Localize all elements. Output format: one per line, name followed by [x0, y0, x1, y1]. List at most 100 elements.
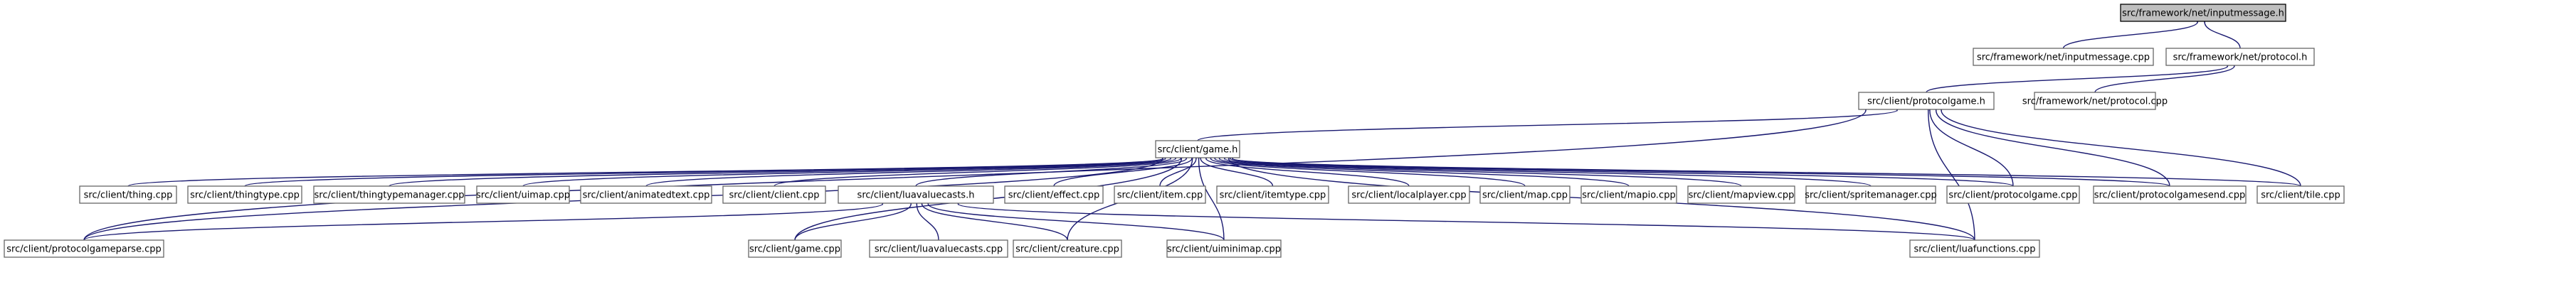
node-label: src/client/protocolgameparse.cpp	[6, 244, 161, 255]
node-label: src/client/effect.cpp	[1008, 190, 1099, 201]
node-protocolgame-cpp[interactable]: src/client/protocolgame.cpp	[1946, 185, 2080, 204]
edge-game-h-to-thingtype-cpp	[244, 151, 1167, 187]
edge-game-h-to-item-cpp	[1159, 151, 1200, 187]
node-box	[79, 185, 177, 204]
node-box	[476, 185, 570, 204]
node-label: src/client/thingtypemanager.cpp	[315, 190, 465, 201]
node-tile-cpp[interactable]: src/client/tile.cpp	[2256, 185, 2345, 204]
edge-luavaluecasts-h-to-luafunctions-cpp	[954, 196, 1975, 241]
node-game-h[interactable]: src/client/game.h	[1155, 140, 1240, 158]
node-luavaluecasts-cpp[interactable]: src/client/luavaluecasts.cpp	[869, 239, 1008, 258]
node-protocolgame-h[interactable]: src/client/protocolgame.h	[1858, 92, 1995, 110]
node-inputmessage-cpp[interactable]: src/framework/net/inputmessage.cpp	[1973, 48, 2154, 66]
node-box	[2093, 185, 2247, 204]
node-game-cpp[interactable]: src/client/game.cpp	[748, 239, 842, 258]
node-label: src/client/tile.cpp	[2261, 190, 2340, 201]
node-uimap-cpp[interactable]: src/client/uimap.cpp	[476, 185, 570, 204]
node-label: src/client/thingtype.cpp	[190, 190, 300, 201]
edge-game-h-to-spritemanager-cpp	[1220, 151, 1872, 187]
node-thingtype-cpp[interactable]: src/client/thingtype.cpp	[187, 185, 302, 204]
node-protocol-cpp[interactable]: src/framework/net/protocol.cpp	[2022, 92, 2168, 110]
node-box	[1166, 239, 1282, 258]
node-label: src/client/mapview.cpp	[1689, 190, 1795, 201]
edge-game-h-to-thingtypemanager-cpp	[389, 151, 1170, 187]
edge-protocolgame-h-to-protocolgamesend-cpp	[1932, 102, 2170, 187]
node-label: src/client/luafunctions.cpp	[1914, 244, 2036, 255]
node-protocolgamesend-cpp[interactable]: src/client/protocolgamesend.cpp	[2093, 185, 2247, 204]
node-box	[2120, 4, 2286, 22]
node-box	[869, 239, 1008, 258]
edge-luavaluecasts-h-to-protocolgameparse-cpp	[83, 196, 887, 241]
node-effect-cpp[interactable]: src/client/effect.cpp	[1004, 185, 1104, 204]
node-box	[1216, 185, 1329, 204]
edge-protocol-h-to-protocol-cpp	[2094, 58, 2238, 93]
edge-luavaluecasts-h-to-uiminimap-cpp	[924, 196, 1225, 241]
file-nodes: src/framework/net/inputmessage.hsrc/fram…	[4, 4, 2345, 258]
node-label: src/client/protocolgame.h	[1867, 97, 1985, 107]
node-label: src/framework/net/inputmessage.cpp	[1977, 53, 2150, 63]
node-label: src/client/itemtype.cpp	[1220, 190, 1326, 201]
node-box	[1580, 185, 1677, 204]
dependency-edges	[83, 14, 2301, 241]
edge-game-h-to-protocolgame-cpp	[1226, 151, 2014, 187]
edge-game-h-to-map-cpp	[1207, 151, 1526, 187]
edge-game-h-to-mapview-cpp	[1215, 151, 1742, 187]
node-box	[2256, 185, 2345, 204]
edge-inputmessage-h-to-protocol-h	[2201, 14, 2241, 49]
edge-game-h-to-uimap-cpp	[522, 151, 1175, 187]
node-label: src/client/item.cpp	[1117, 190, 1203, 201]
node-map-cpp[interactable]: src/client/map.cpp	[1479, 185, 1571, 204]
edge-game-h-to-mapio-cpp	[1210, 151, 1630, 187]
node-box	[1858, 92, 1995, 110]
node-label: src/client/mapio.cpp	[1582, 190, 1675, 201]
node-thingtypemanager-cpp[interactable]: src/client/thingtypemanager.cpp	[313, 185, 465, 204]
node-box	[838, 185, 994, 204]
edge-luavaluecasts-h-to-game-cpp	[794, 196, 915, 241]
node-label: src/client/animatedtext.cpp	[583, 190, 710, 201]
node-label: src/client/client.cpp	[729, 190, 820, 201]
node-box	[187, 185, 302, 204]
node-box	[748, 239, 842, 258]
node-box	[4, 239, 164, 258]
node-box	[1348, 185, 1470, 204]
edge-protocolgame-h-to-game-h	[1197, 102, 1901, 141]
node-box	[2034, 92, 2156, 110]
node-box	[1946, 185, 2080, 204]
node-label: src/framework/net/protocol.h	[2173, 53, 2308, 63]
node-box	[1114, 185, 1206, 204]
node-box	[313, 185, 465, 204]
node-label: src/client/uiminimap.cpp	[1167, 244, 1281, 255]
node-thing-cpp[interactable]: src/client/thing.cpp	[79, 185, 177, 204]
node-luavaluecasts-h[interactable]: src/client/luavaluecasts.h	[838, 185, 994, 204]
edge-luavaluecasts-h-to-luavaluecasts-cpp	[913, 196, 939, 241]
edge-game-h-to-localplayer-cpp	[1202, 151, 1410, 187]
node-mapview-cpp[interactable]: src/client/mapview.cpp	[1687, 185, 1795, 204]
node-label: src/client/map.cpp	[1482, 190, 1568, 201]
node-label: src/client/thing.cpp	[84, 190, 173, 201]
node-protocol-h[interactable]: src/framework/net/protocol.h	[2165, 48, 2315, 66]
node-spritemanager-cpp[interactable]: src/client/spritemanager.cpp	[1805, 185, 1937, 204]
node-box	[1479, 185, 1571, 204]
node-client-cpp[interactable]: src/client/client.cpp	[722, 185, 826, 204]
node-box	[722, 185, 826, 204]
node-box	[1013, 239, 1122, 258]
edge-protocolgame-h-to-tile-cpp	[1937, 102, 2301, 187]
edge-game-h-to-itemtype-cpp	[1197, 151, 1274, 187]
node-localplayer-cpp[interactable]: src/client/localplayer.cpp	[1348, 185, 1470, 204]
edge-protocolgame-h-to-protocolgameparse-cpp	[83, 102, 1870, 241]
node-label: src/client/game.cpp	[749, 244, 840, 255]
node-label: src/framework/net/protocol.cpp	[2022, 97, 2168, 107]
node-mapio-cpp[interactable]: src/client/mapio.cpp	[1580, 185, 1677, 204]
edge-game-h-to-client-cpp	[774, 151, 1185, 187]
node-protocolgameparse-cpp[interactable]: src/client/protocolgameparse.cpp	[4, 239, 164, 258]
node-creature-cpp[interactable]: src/client/creature.cpp	[1013, 239, 1122, 258]
node-label: src/client/uimap.cpp	[476, 190, 570, 201]
node-luafunctions-cpp[interactable]: src/client/luafunctions.cpp	[1909, 239, 2040, 258]
node-itemtype-cpp[interactable]: src/client/itemtype.cpp	[1216, 185, 1329, 204]
node-item-cpp[interactable]: src/client/item.cpp	[1114, 185, 1206, 204]
node-uiminimap-cpp[interactable]: src/client/uiminimap.cpp	[1166, 239, 1282, 258]
edge-protocol-h-to-protocolgame-h	[1926, 58, 2232, 93]
node-box	[1973, 48, 2154, 66]
node-animatedtext-cpp[interactable]: src/client/animatedtext.cpp	[580, 185, 712, 204]
node-label: src/client/protocolgamesend.cpp	[2094, 190, 2245, 201]
